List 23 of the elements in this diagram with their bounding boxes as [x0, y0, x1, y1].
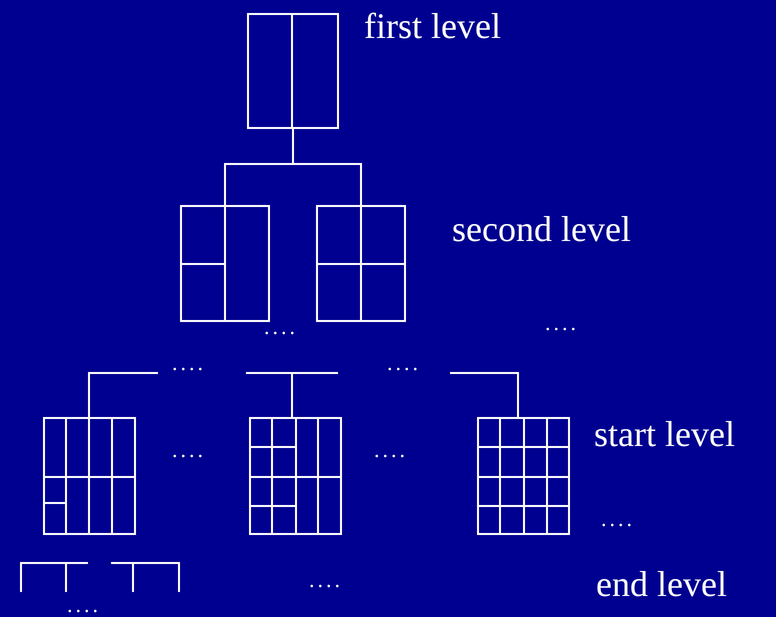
grid-box — [249, 417, 342, 535]
ellipsis: .... — [172, 352, 206, 374]
ellipsis: .... — [309, 569, 343, 591]
connector-line — [246, 372, 338, 418]
level-label: start level — [594, 416, 735, 452]
ellipsis: .... — [374, 439, 408, 461]
grid-box — [477, 417, 570, 535]
grid-box — [316, 205, 406, 322]
connector-line — [292, 129, 362, 205]
grid-box — [247, 13, 339, 129]
ellipsis: .... — [545, 312, 579, 334]
grid-box — [180, 205, 270, 322]
connector-line — [88, 372, 158, 417]
ellipsis: .... — [601, 508, 635, 530]
level-label: first level — [364, 8, 501, 44]
ellipsis: .... — [67, 594, 101, 616]
level-label: second level — [452, 211, 631, 247]
grid-box — [43, 417, 136, 535]
level-label: end level — [596, 566, 727, 602]
connector-line — [450, 372, 519, 417]
ellipsis: .... — [172, 439, 206, 461]
ellipsis: .... — [264, 316, 298, 338]
ellipsis: .... — [387, 352, 421, 374]
